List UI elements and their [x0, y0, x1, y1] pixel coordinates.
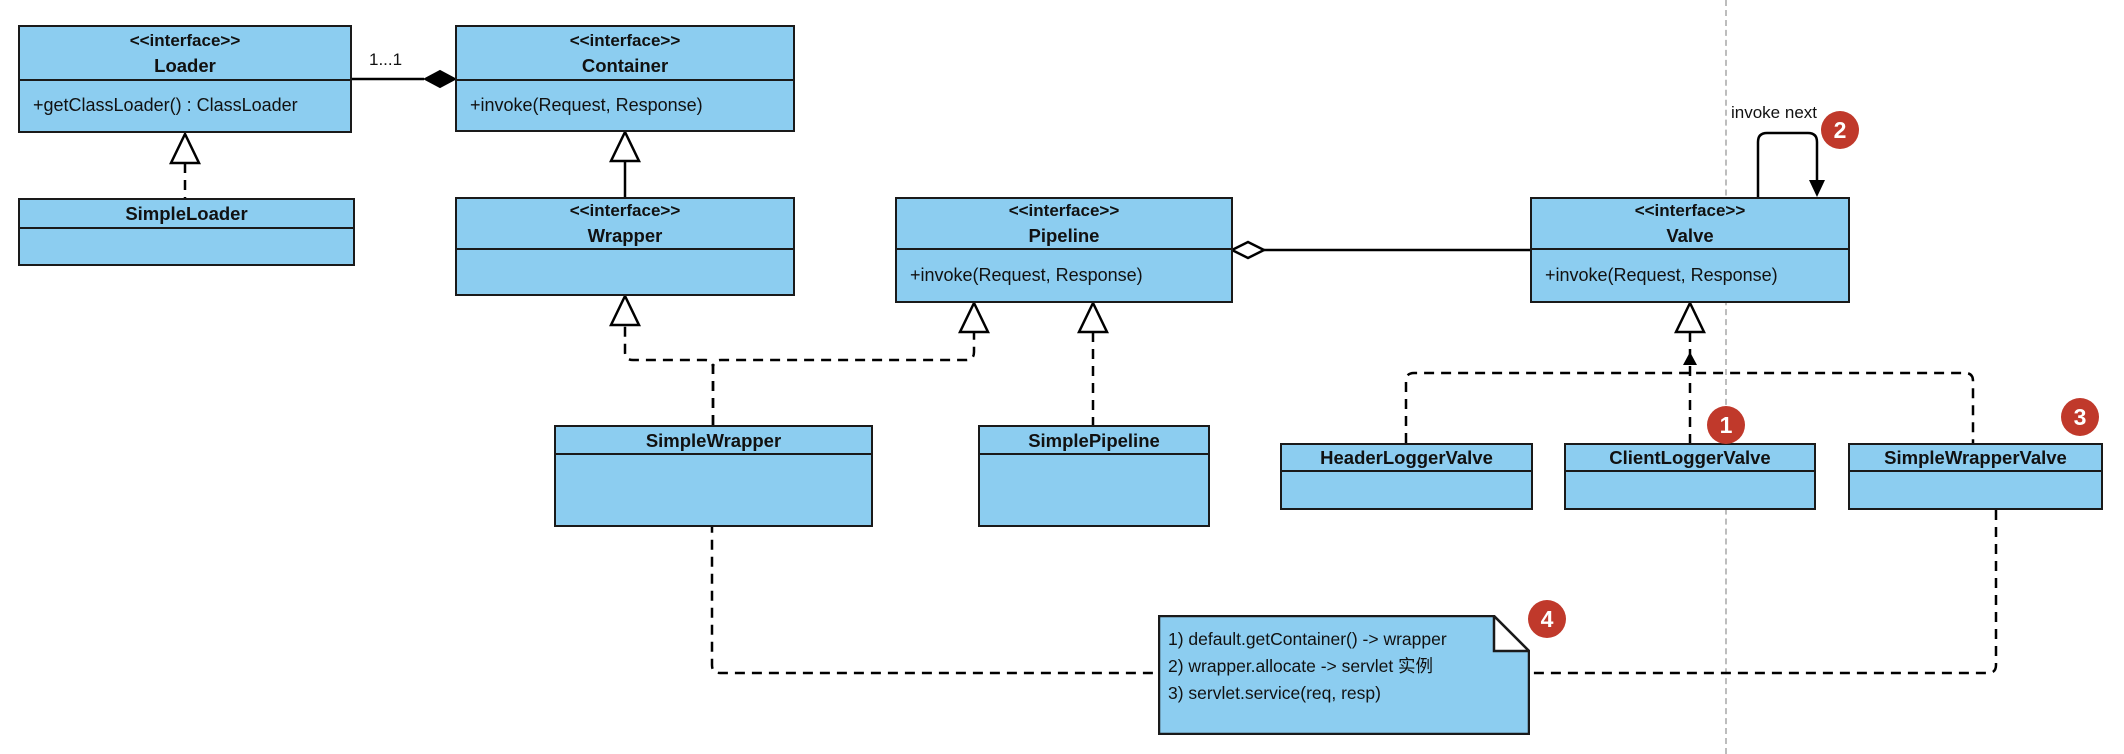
realization-triangle-wrapper-icon	[609, 293, 641, 327]
class-name-label: Loader	[154, 54, 216, 76]
class-container[interactable]: <<interface>> Container +invoke(Request,…	[455, 25, 795, 132]
stereotype-label: <<interface>>	[1634, 201, 1746, 220]
realization-triangle-pipeline-right-icon	[1077, 300, 1109, 334]
class-simplewrapper[interactable]: SimpleWrapper	[554, 425, 873, 527]
realization-triangle-pipeline-left-icon	[958, 300, 990, 334]
class-simplewrappervalve[interactable]: SimpleWrapperValve	[1848, 443, 2103, 510]
method-label: +invoke(Request, Response)	[470, 94, 703, 115]
class-pipeline-header: <<interface>> Pipeline	[897, 199, 1231, 250]
method-label: +invoke(Request, Response)	[1545, 264, 1778, 285]
stereotype-label: <<interface>>	[569, 201, 681, 220]
class-clientloggervalve[interactable]: ClientLoggerValve	[1564, 443, 1816, 510]
step-badge-4[interactable]: 4	[1528, 600, 1566, 638]
class-clientloggervalve-header: ClientLoggerValve	[1566, 445, 1814, 472]
note-text: 1) default.getContainer() -> wrapper 2) …	[1168, 626, 1447, 707]
class-name-label: Container	[581, 54, 669, 76]
class-name-label: ClientLoggerValve	[1609, 446, 1771, 468]
step-badge-2[interactable]: 2	[1821, 111, 1859, 149]
note-line-3: 3) servlet.service(req, resp)	[1168, 683, 1381, 703]
class-loader-header: <<interface>> Loader	[20, 27, 350, 81]
stereotype-label: <<interface>>	[129, 30, 241, 50]
class-simplewrapper-header: SimpleWrapper	[556, 427, 871, 455]
class-container-header: <<interface>> Container	[457, 27, 793, 81]
invoke-next-label: invoke next	[1731, 103, 1817, 122]
aggregation-diamond-icon	[1229, 240, 1267, 260]
realization-triangle-valve-icon	[1674, 300, 1706, 334]
class-simpleloader[interactable]: SimpleLoader	[18, 198, 355, 266]
generalization-triangle-container-icon	[609, 129, 641, 163]
note-shape	[1158, 615, 1530, 735]
arrowhead-invoke-next-icon	[1809, 180, 1825, 197]
class-name-label: SimpleWrapper	[645, 429, 782, 451]
stereotype-label: <<interface>>	[1008, 201, 1120, 220]
composition-diamond-icon	[422, 69, 458, 89]
class-headerloggervalve-header: HeaderLoggerValve	[1282, 445, 1531, 472]
stereotype-label: <<interface>>	[569, 30, 681, 50]
realization-simplewrapper-pipeline	[711, 332, 976, 425]
realization-triangle-loader-icon	[169, 131, 201, 165]
method-label: +getClassLoader() : ClassLoader	[33, 95, 298, 115]
small-up-arrow-icon	[1683, 352, 1697, 365]
class-loader[interactable]: <<interface>> Loader +getClassLoader() :…	[18, 25, 352, 133]
class-wrapper[interactable]: <<interface>> Wrapper	[455, 197, 795, 296]
self-association-valve	[1756, 131, 1819, 197]
class-valve-header: <<interface>> Valve	[1532, 199, 1848, 250]
method-label: +invoke(Request, Response)	[910, 264, 1143, 285]
class-simpleloader-header: SimpleLoader	[20, 200, 353, 229]
class-simplewrappervalve-header: SimpleWrapperValve	[1850, 445, 2101, 472]
class-name-label: SimpleLoader	[125, 202, 248, 224]
class-name-label: SimpleWrapperValve	[1884, 446, 2067, 468]
class-name-label: Valve	[1666, 225, 1714, 246]
note-outline	[1158, 615, 1530, 735]
note-line-1: 1) default.getContainer() -> wrapper	[1168, 629, 1447, 649]
class-name-label: Pipeline	[1028, 225, 1100, 246]
realization-bus-valves	[1404, 371, 1975, 443]
class-name-label: Wrapper	[587, 225, 663, 246]
class-headerloggervalve[interactable]: HeaderLoggerValve	[1280, 443, 1533, 510]
note-line-2: 2) wrapper.allocate -> servlet 实例	[1168, 656, 1434, 676]
class-name-label: SimplePipeline	[1028, 429, 1160, 451]
multiplicity-label: 1...1	[369, 50, 403, 69]
page-boundary-line	[1725, 0, 1727, 754]
class-simplepipeline-header: SimplePipeline	[980, 427, 1208, 455]
step-badge-1[interactable]: 1	[1707, 406, 1745, 444]
note-fold-icon	[1492, 615, 1530, 653]
class-simplepipeline[interactable]: SimplePipeline	[978, 425, 1210, 527]
realization-simplewrapper-wrapper	[623, 325, 715, 425]
note-steps[interactable]: 1) default.getContainer() -> wrapper 2) …	[1158, 615, 1530, 735]
class-pipeline[interactable]: <<interface>> Pipeline +invoke(Request, …	[895, 197, 1233, 303]
class-valve[interactable]: <<interface>> Valve +invoke(Request, Res…	[1530, 197, 1850, 303]
class-wrapper-header: <<interface>> Wrapper	[457, 199, 793, 250]
class-name-label: HeaderLoggerValve	[1320, 446, 1493, 468]
step-badge-3[interactable]: 3	[2061, 398, 2099, 436]
